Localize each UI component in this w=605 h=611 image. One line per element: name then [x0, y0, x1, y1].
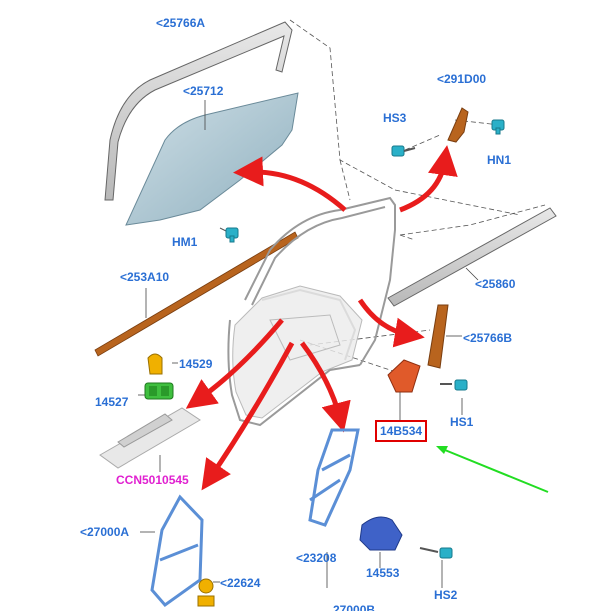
clip-14529-icon[interactable] [147, 353, 163, 375]
screw-hm1-icon[interactable] [219, 227, 239, 243]
label-module-14b534[interactable]: 14B534 [375, 420, 428, 442]
regulator-27000a[interactable] [150, 494, 204, 608]
label-glass-run-rear[interactable]: <25766B [463, 331, 513, 345]
label-bracket-22624[interactable]: <22624 [220, 576, 261, 590]
screw-hn1-icon[interactable] [491, 119, 505, 135]
label-motor-14553[interactable]: 14553 [366, 566, 400, 580]
label-screw-hm1[interactable]: HM1 [172, 235, 198, 249]
hinge-check[interactable] [447, 107, 469, 143]
belt-weatherstrip-outer[interactable] [387, 207, 557, 307]
glass-run-rear[interactable] [427, 304, 449, 369]
bracket-22624-icon[interactable] [197, 578, 215, 607]
label-belt-weatherstrip-inner[interactable]: <253A10 [120, 270, 170, 284]
label-partial-bottom[interactable]: 27000B [333, 603, 376, 611]
glass-run-channel[interactable] [104, 21, 293, 201]
label-regulator-23208[interactable]: <23208 [296, 551, 337, 565]
screw-hs1-icon[interactable] [440, 379, 468, 391]
label-door-glass[interactable]: <25712 [183, 84, 224, 98]
label-leaders [138, 100, 479, 588]
screw-hs3-icon[interactable] [391, 145, 416, 157]
label-bezel-ccn[interactable]: CCN5010545 [116, 473, 189, 487]
module-14b534[interactable] [387, 359, 421, 393]
label-screw-hn1[interactable]: HN1 [487, 153, 512, 167]
label-screw-hs2[interactable]: HS2 [434, 588, 458, 602]
door-inner-panel [232, 285, 363, 419]
bezel-ccn[interactable] [99, 407, 201, 469]
label-screw-hs1[interactable]: HS1 [450, 415, 474, 429]
screw-hs2-icon[interactable] [419, 547, 453, 559]
door-glass[interactable] [125, 92, 299, 226]
label-door-glass-run[interactable]: <25766A [156, 16, 206, 30]
green-pointer [436, 446, 549, 493]
label-clip-14529[interactable]: 14529 [179, 357, 213, 371]
switch-14527[interactable] [144, 382, 174, 400]
label-regulator-27000a[interactable]: <27000A [80, 525, 130, 539]
label-screw-hs3[interactable]: HS3 [383, 111, 407, 125]
label-belt-weatherstrip-outer[interactable]: <25860 [475, 277, 516, 291]
motor-14553[interactable] [359, 516, 403, 551]
regulator-23208[interactable] [308, 428, 360, 527]
red-arrows [185, 145, 458, 491]
label-switch-14527[interactable]: 14527 [95, 395, 129, 409]
label-hinge-check[interactable]: <291D00 [437, 72, 487, 86]
